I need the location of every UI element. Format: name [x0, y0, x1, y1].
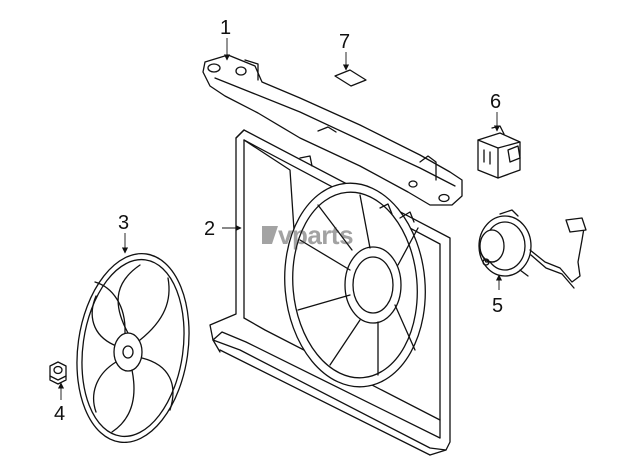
watermark-text: vparts [278, 220, 353, 250]
fan-motor [478, 209, 587, 289]
callout-6: 6 [490, 91, 501, 113]
watermark-logo: vparts [262, 220, 354, 250]
callout-3: 3 [118, 212, 129, 234]
callout-2: 2 [204, 218, 215, 240]
callout-1: 1 [220, 17, 231, 39]
fan-blade [76, 252, 190, 444]
label-part [334, 69, 367, 87]
callout-7: 7 [339, 31, 350, 53]
callout-5: 5 [492, 295, 503, 317]
fan-shroud [209, 129, 451, 456]
callout-4: 4 [54, 403, 65, 425]
fan-shroud-bracket [202, 54, 463, 206]
resistor-relay [477, 125, 521, 179]
callout-numbers: 1 2 3 4 5 6 7 [54, 17, 503, 425]
nut [49, 361, 67, 385]
leader-lines [57, 38, 503, 400]
